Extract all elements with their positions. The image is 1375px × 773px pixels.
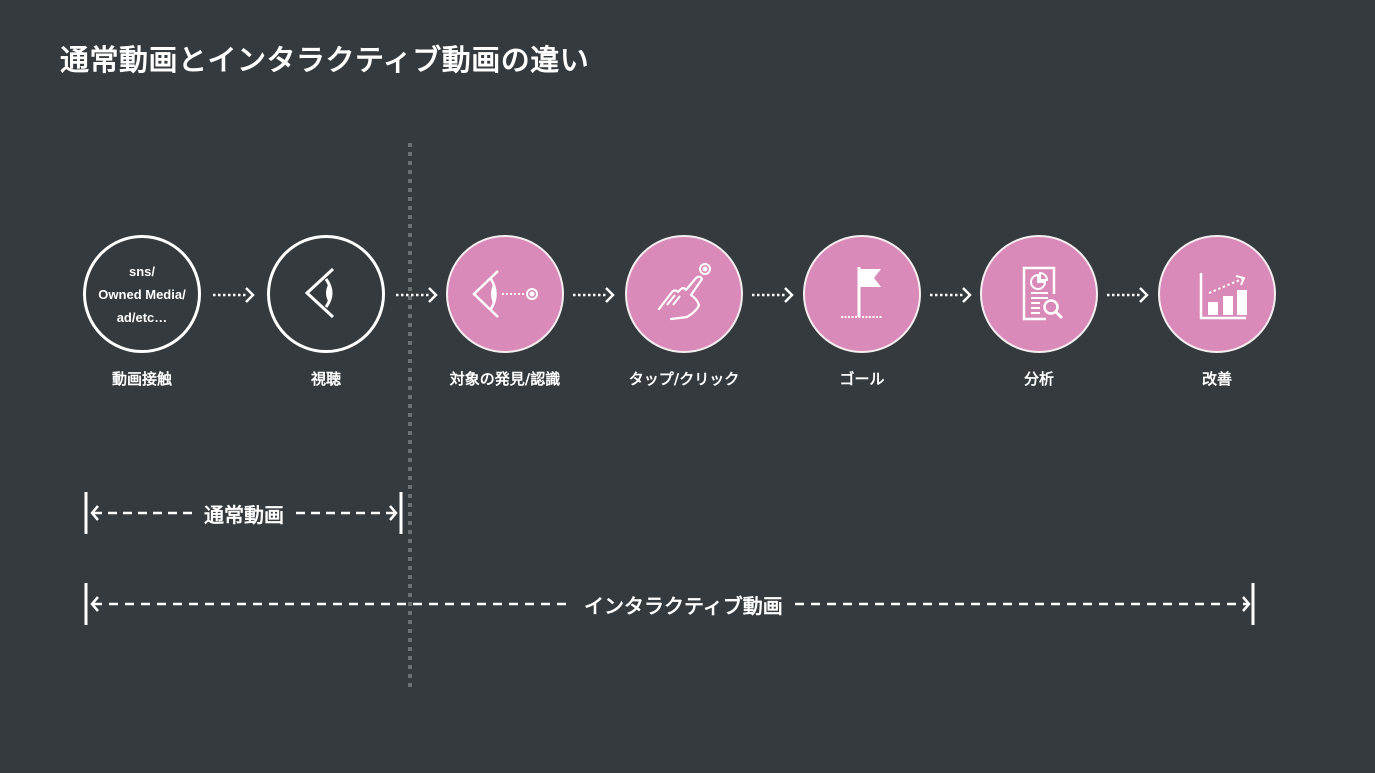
step-label: 分析 xyxy=(1023,370,1054,388)
range-left-arrow-icon xyxy=(84,583,572,625)
step-circle xyxy=(267,235,385,353)
step-circle xyxy=(803,235,921,353)
step-analysis: 分析 xyxy=(980,235,1098,388)
dotted-arrow-icon xyxy=(572,285,616,305)
step-tap-click: タップ/クリック xyxy=(625,235,743,388)
range-interactive-video: インタラクティブ動画 xyxy=(84,583,1255,625)
dotted-arrow-icon xyxy=(1106,285,1150,305)
step-goal: ゴール xyxy=(803,235,921,388)
range-normal-video: 通常動画 xyxy=(84,492,404,534)
range-label: インタラクティブ動画 xyxy=(584,593,783,618)
dotted-arrow-icon xyxy=(929,285,973,305)
eye-target-icon xyxy=(472,270,538,318)
step-video-contact: sns/ Owned Media/ ad/etc… 動画接触 xyxy=(83,235,201,388)
step-circle xyxy=(1158,235,1276,353)
step-circle xyxy=(625,235,743,353)
step-circle xyxy=(980,235,1098,353)
dotted-divider-line xyxy=(408,143,412,688)
step-circle: sns/ Owned Media/ ad/etc… xyxy=(83,235,201,353)
tap-hand-icon xyxy=(657,263,711,321)
step-improvement: 改善 xyxy=(1158,235,1276,388)
step-viewing: 視聴 xyxy=(267,235,385,388)
step-circle xyxy=(446,235,564,353)
step-label: 対象の発見/認識 xyxy=(449,370,561,388)
dotted-arrow-icon xyxy=(395,285,439,305)
channel-owned-media: Owned Media/ xyxy=(98,286,186,302)
range-label: 通常動画 xyxy=(204,502,284,527)
range-right-arrow-icon xyxy=(794,583,1255,625)
range-left-arrow-icon xyxy=(84,492,192,534)
step-label: 視聴 xyxy=(310,370,341,388)
channel-ad-etc: ad/etc… xyxy=(116,309,168,325)
dotted-arrow-icon xyxy=(212,285,256,305)
step-discover-recognize: 対象の発見/認識 xyxy=(446,235,564,388)
flag-icon xyxy=(841,267,883,318)
report-search-icon xyxy=(1022,266,1064,321)
step-label: 動画接触 xyxy=(111,370,172,388)
channel-sns: sns/ xyxy=(128,263,155,279)
dotted-arrow-icon xyxy=(751,285,795,305)
range-right-arrow-icon xyxy=(296,492,403,534)
channel-text: sns/ Owned Media/ ad/etc… xyxy=(98,260,185,329)
step-label: タップ/クリック xyxy=(628,370,740,388)
step-label: 改善 xyxy=(1201,370,1232,388)
page-title: 通常動画とインタラクティブ動画の違い xyxy=(60,43,590,77)
step-label: ゴール xyxy=(839,370,885,388)
eye-icon xyxy=(304,267,335,319)
bar-chart-growth-icon xyxy=(1199,273,1247,320)
